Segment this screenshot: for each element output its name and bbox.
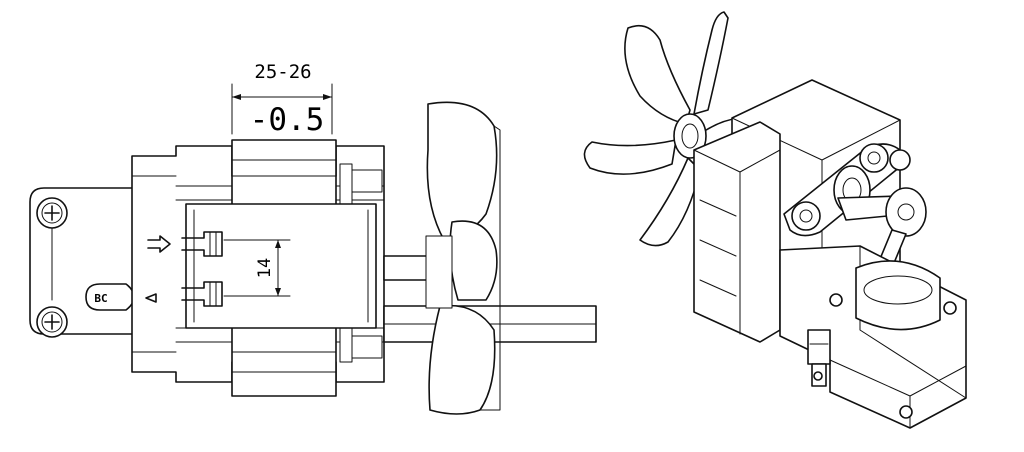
side-connector	[807, 329, 831, 387]
terminal-lower	[145, 281, 223, 307]
fan-blades	[583, 11, 745, 247]
side-view: BC	[29, 61, 597, 415]
height-dimension-label: 14	[255, 258, 275, 278]
height-dimension: 14	[223, 239, 291, 297]
gearbox-base	[779, 245, 967, 429]
bc-terminal-badge: BC	[85, 283, 135, 311]
length-dimension-label: 25-26	[254, 61, 311, 83]
isometric-view	[583, 11, 967, 429]
length-dimension: 25-26 -0.5	[231, 61, 333, 138]
fan-side-profile	[425, 101, 501, 415]
screw-head-top-left	[36, 197, 68, 229]
coil-bobbin	[185, 203, 377, 329]
tolerance-label: -0.5	[250, 102, 325, 138]
terminal-upper	[147, 231, 223, 257]
screw-head-bottom-left	[36, 306, 68, 338]
terminal-label: BC	[94, 292, 107, 305]
